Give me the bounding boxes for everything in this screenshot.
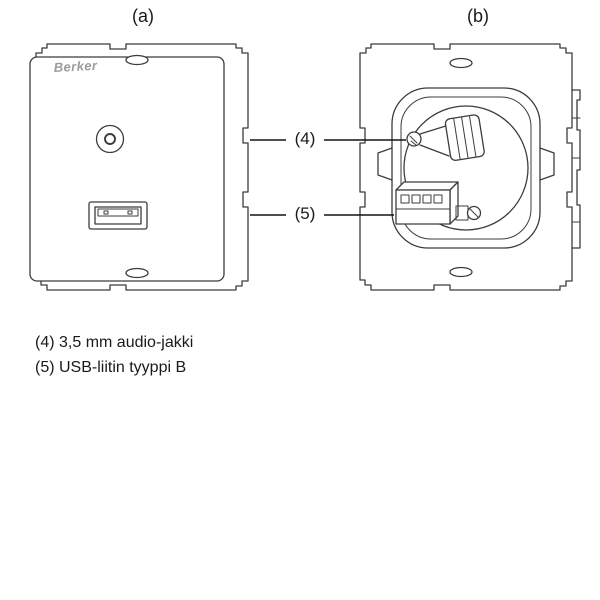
side-flange — [571, 89, 581, 249]
bottom-slot-front — [125, 267, 149, 279]
mounting-frame-rear — [359, 43, 573, 291]
support-ring-inner — [400, 96, 532, 240]
usb-contact-right — [127, 210, 133, 215]
jack-body-bottom — [419, 144, 450, 157]
right-claw — [539, 147, 555, 181]
jack-threaded-collar — [444, 114, 485, 161]
audio-jack-rear — [406, 114, 485, 161]
view-b-label: (b) — [467, 6, 489, 26]
usb-port-front — [88, 201, 148, 230]
rear-view-drawing — [359, 43, 581, 291]
callout-lines — [250, 139, 406, 216]
usb-contact-left — [103, 210, 109, 215]
usb-pin-2 — [411, 194, 421, 204]
usb-pin-1 — [400, 194, 410, 204]
callout-5-label: (5) — [294, 204, 316, 223]
front-view-drawing: Berker — [29, 43, 249, 291]
usb-block-right-face — [449, 181, 459, 225]
bottom-slot-rear — [449, 266, 473, 278]
jack-tip — [406, 131, 422, 147]
cover-plate — [29, 56, 225, 282]
view-a-label: (a) — [132, 6, 154, 26]
usb-pin-4 — [433, 194, 443, 204]
audio-jack-front — [95, 124, 125, 154]
usb-port-outer — [88, 201, 148, 230]
legend: (4) 3,5 mm audio-jakki (5) USB-liitin ty… — [35, 330, 193, 380]
left-claw — [377, 147, 393, 181]
top-slot-rear — [449, 57, 473, 69]
support-cup-circle — [403, 105, 529, 231]
usb-block-top-face — [395, 181, 459, 191]
callout-4-label: (4) — [294, 129, 316, 148]
audio-jack-outer-ring — [95, 124, 125, 154]
legend-item-5: (5) USB-liitin tyyppi B — [35, 359, 187, 376]
clamp-screw-slot — [469, 208, 479, 218]
jack-body-top — [419, 124, 450, 135]
usb-port-inner — [94, 206, 142, 225]
brand-logo: Berker — [53, 58, 98, 75]
top-slot-front — [125, 54, 149, 66]
usb-pin-3 — [422, 194, 432, 204]
support-ring-outer — [391, 87, 541, 249]
usb-connector-rear — [395, 181, 482, 225]
legend-item-4: (4) 3,5 mm audio-jakki — [35, 334, 194, 351]
audio-jack-inner-hole — [104, 133, 116, 145]
usb-port-tongue — [97, 208, 139, 217]
